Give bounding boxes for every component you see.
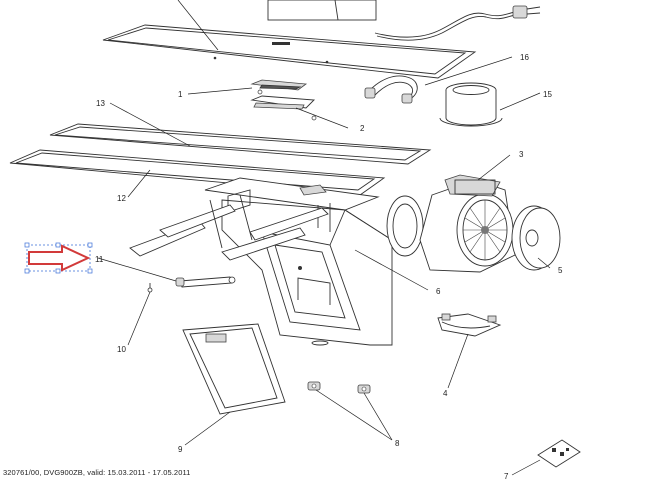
screw [147,283,153,293]
flex-hose [364,75,418,104]
callout-16: 16 [520,53,529,62]
top-cover-plate [102,24,477,79]
callout-15: 15 [543,90,552,99]
filter-strip-upper [49,123,432,165]
side-brackets [129,194,329,261]
motor-unit [386,174,516,273]
callout-11: 11 [95,255,104,264]
power-cord [374,5,541,41]
leader-lines [97,0,551,476]
document-footer: 320761/00, DVG900ZB, valid: 15.03.2011 -… [3,468,191,477]
remote-control [537,439,581,468]
callout-10: 10 [117,345,126,354]
callout-2: 2 [360,124,365,133]
control-module [250,79,308,91]
exhaust-flange [439,82,503,127]
callout-5: 5 [558,266,563,275]
support-bar [175,276,236,288]
callout-12: 12 [117,194,126,203]
switch-block [250,89,317,121]
callout-9: 9 [178,445,183,454]
light-unit [437,313,502,337]
grease-filter [182,323,286,415]
callout-1: 1 [178,90,183,99]
callout-3: 3 [519,150,524,159]
fan-cover [511,205,561,271]
callout-13: 13 [96,99,105,108]
callout-6: 6 [436,287,441,296]
callout-7: 7 [504,472,509,481]
callout-8: 8 [395,439,400,448]
mounting-clips [307,381,371,394]
callout-labels: 1 2 3 4 5 6 7 8 9 10 11 12 13 15 16 [95,53,563,481]
red-arrow-icon [28,244,91,272]
chimney [267,0,377,21]
callout-4: 4 [443,389,448,398]
highlight-arrow[interactable] [24,242,93,274]
hood-frame [204,177,393,346]
